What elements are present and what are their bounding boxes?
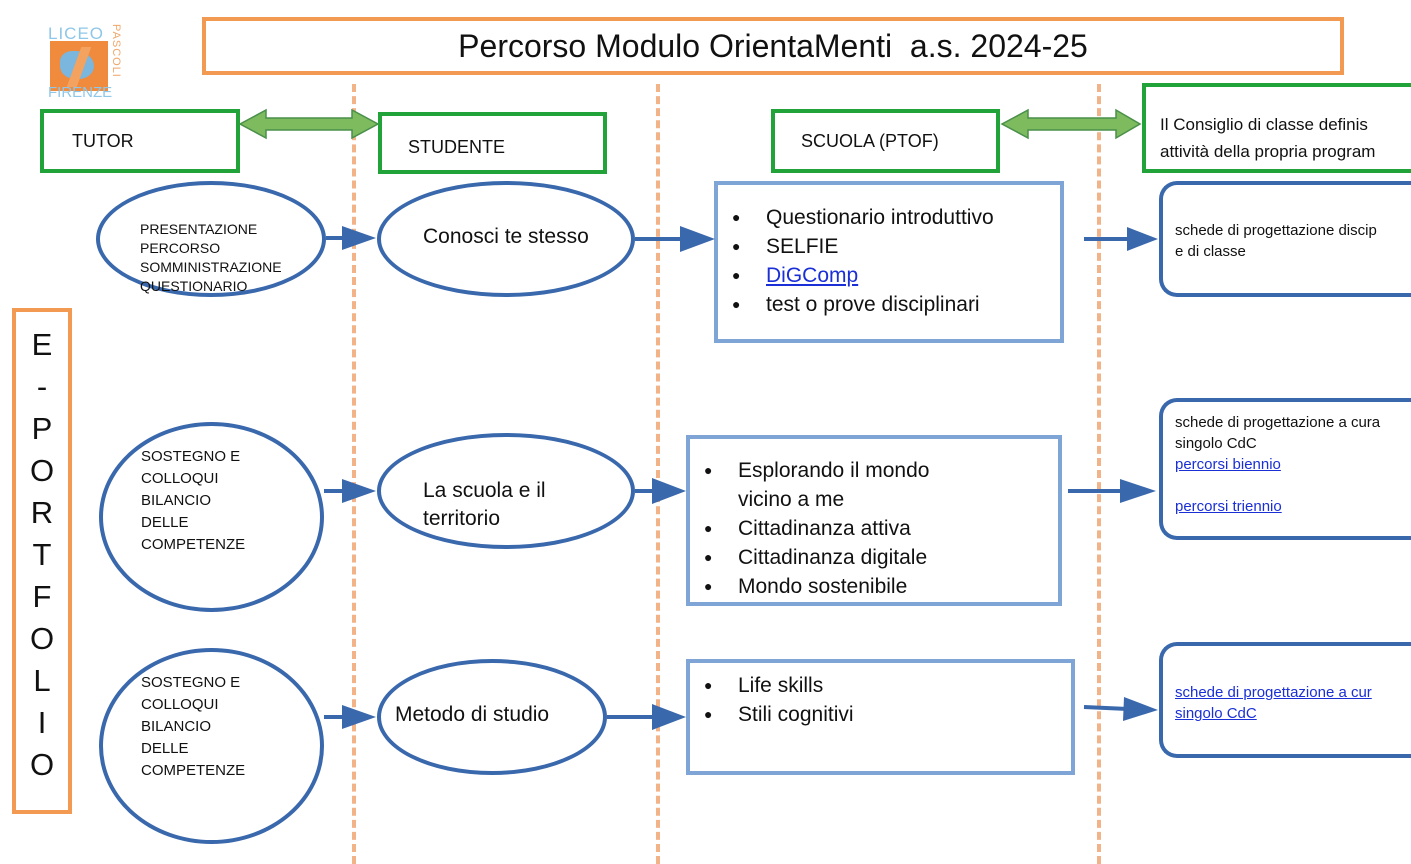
singolo-cdc-link[interactable]: singolo CdC <box>1175 705 1257 722</box>
right-card-3: schede di progettazione a cur singolo Cd… <box>1159 642 1411 758</box>
tutor-line: SOMMINISTRAZIONE <box>140 259 282 275</box>
tutor-ellipse-1: PRESENTAZIONE PERCORSO SOMMINISTRAZIONE … <box>96 181 326 297</box>
tutor-line: SOSTEGNO E <box>141 448 241 465</box>
arrow-r3-student-scuola <box>607 704 686 730</box>
portfolio-letter: R <box>30 495 54 530</box>
school-logo: LICEO FIRENZE PASCOLI <box>48 24 130 101</box>
header-consiglio: Il Consiglio di classe definis attività … <box>1142 83 1411 173</box>
header-studente: STUDENTE <box>378 112 607 174</box>
arrow-r1-scuola-right <box>1084 227 1158 251</box>
student-ellipse-2: La scuola e il territorio <box>377 433 635 549</box>
right-card-line: e di classe <box>1175 243 1246 260</box>
tutor-text-3: SOSTEGNO E COLLOQUI BILANCIO DELLE COMPE… <box>141 672 245 782</box>
tutor-line: COLLOQUI <box>141 470 219 487</box>
tutor-line: QUESTIONARIO <box>140 278 248 294</box>
right-card-line: singolo CdC <box>1175 435 1257 452</box>
tutor-ellipse-2: SOSTEGNO E COLLOQUI BILANCIO DELLE COMPE… <box>99 422 324 612</box>
logo-image <box>50 41 108 91</box>
activity-item: SELFIE <box>718 232 1060 261</box>
activity-item: Stili cognitivi <box>690 700 1071 729</box>
tutor-line: COLLOQUI <box>141 696 219 713</box>
column-divider-3 <box>1097 84 1101 864</box>
activity-item: Questionario introduttivo <box>718 203 1060 232</box>
activity-item: Cittadinanza attiva <box>690 514 1058 543</box>
column-divider-1 <box>352 84 356 864</box>
portfolio-letter: O <box>29 747 55 782</box>
student-text-1: Conosci te stesso <box>423 225 589 248</box>
activity-item: Life skills <box>690 671 1071 700</box>
arrow-r3-tutor-student <box>324 705 376 729</box>
student-text-3: Metodo di studio <box>395 703 550 726</box>
portfolio-letter: I <box>37 705 47 740</box>
scuola-box-3: Life skills Stili cognitivi <box>686 659 1075 775</box>
portfolio-letter: L <box>33 663 51 698</box>
arrow-r2-tutor-student <box>324 479 376 503</box>
arrow-r2-student-scuola <box>635 478 686 504</box>
portfolio-letter: P <box>31 411 53 446</box>
portfolio-letter: - <box>36 369 48 404</box>
arrow-r1-tutor-student <box>326 226 376 250</box>
activity-item: Esplorando il mondo <box>690 456 1058 485</box>
tutor-line: DELLE <box>141 514 189 531</box>
portfolio-letter: E <box>31 327 53 362</box>
activity-item: Cittadinanza digitale <box>690 543 1058 572</box>
right-card-line: schede di progettazione a cura <box>1175 414 1381 431</box>
arrow-r3-scuola-right <box>1083 697 1158 721</box>
tutor-text-1: PRESENTAZIONE PERCORSO SOMMINISTRAZIONE … <box>140 220 282 296</box>
activity-item-cont: vicino a me <box>738 488 845 511</box>
student-ellipse-1: Conosci te stesso <box>377 181 635 297</box>
tutor-line: DELLE <box>141 740 189 757</box>
tutor-ellipse-3: SOSTEGNO E COLLOQUI BILANCIO DELLE COMPE… <box>99 648 324 844</box>
column-divider-2 <box>656 84 660 864</box>
digcomp-link[interactable]: DiGComp <box>766 264 859 287</box>
logo-text-top: LICEO <box>48 24 105 43</box>
diagram-title: Percorso Modulo OrientaMenti a.s. 2024-2… <box>202 17 1344 75</box>
activity-item: DiGComp <box>718 261 1060 290</box>
portfolio-letter: O <box>29 621 55 656</box>
student-ellipse-3: Metodo di studio <box>377 659 607 775</box>
activity-item: vicino a me <box>690 485 1058 514</box>
student-line: territorio <box>423 507 501 530</box>
tutor-line: BILANCIO <box>141 718 212 735</box>
student-text-2: La scuola e il territorio <box>423 477 546 533</box>
header-scuola: SCUOLA (PTOF) <box>771 109 1000 173</box>
tutor-line: SOSTEGNO E <box>141 674 241 691</box>
right-card-2: schede di progettazione a cura singolo C… <box>1159 398 1411 540</box>
consiglio-line-1: Il Consiglio di classe definis <box>1160 115 1368 134</box>
activity-item: Mondo sostenibile <box>690 572 1058 601</box>
arrow-r2-scuola-right <box>1068 479 1156 503</box>
double-arrow-scuola-consiglio <box>1000 108 1142 140</box>
right-card-1: schede di progettazione discip e di clas… <box>1159 181 1411 297</box>
consiglio-line-2: attività della propria program <box>1160 142 1376 161</box>
header-tutor: TUTOR <box>40 109 240 173</box>
tutor-line: PRESENTAZIONE <box>140 221 258 237</box>
logo-text-bottom: FIRENZE <box>48 84 113 101</box>
tutor-text-2: SOSTEGNO E COLLOQUI BILANCIO DELLE COMPE… <box>141 446 245 556</box>
portfolio-letter: T <box>32 537 52 572</box>
portfolio-letter: O <box>29 453 55 488</box>
double-arrow-tutor-studente <box>238 108 380 140</box>
activity-item: test o prove disciplinari <box>718 290 1060 319</box>
tutor-line: BILANCIO <box>141 492 212 509</box>
tutor-line: COMPETENZE <box>141 762 246 779</box>
tutor-line: COMPETENZE <box>141 536 246 553</box>
right-card-line: schede di progettazione discip <box>1175 222 1377 239</box>
scuola-box-2: Esplorando il mondo vicino a me Cittadin… <box>686 435 1062 606</box>
progettazione-link[interactable]: schede di progettazione a cur <box>1175 684 1372 701</box>
percorsi-biennio-link[interactable]: percorsi biennio <box>1175 456 1281 473</box>
scuola-box-1: Questionario introduttivo SELFIE DiGComp… <box>714 181 1064 343</box>
portfolio-letter: F <box>32 579 52 614</box>
arrow-r1-student-scuola <box>635 226 715 252</box>
student-line: La scuola e il <box>423 479 546 502</box>
logo-text-vertical: PASCOLI <box>110 24 122 78</box>
tutor-line: PERCORSO <box>140 240 221 256</box>
percorsi-triennio-link[interactable]: percorsi triennio <box>1175 498 1282 515</box>
